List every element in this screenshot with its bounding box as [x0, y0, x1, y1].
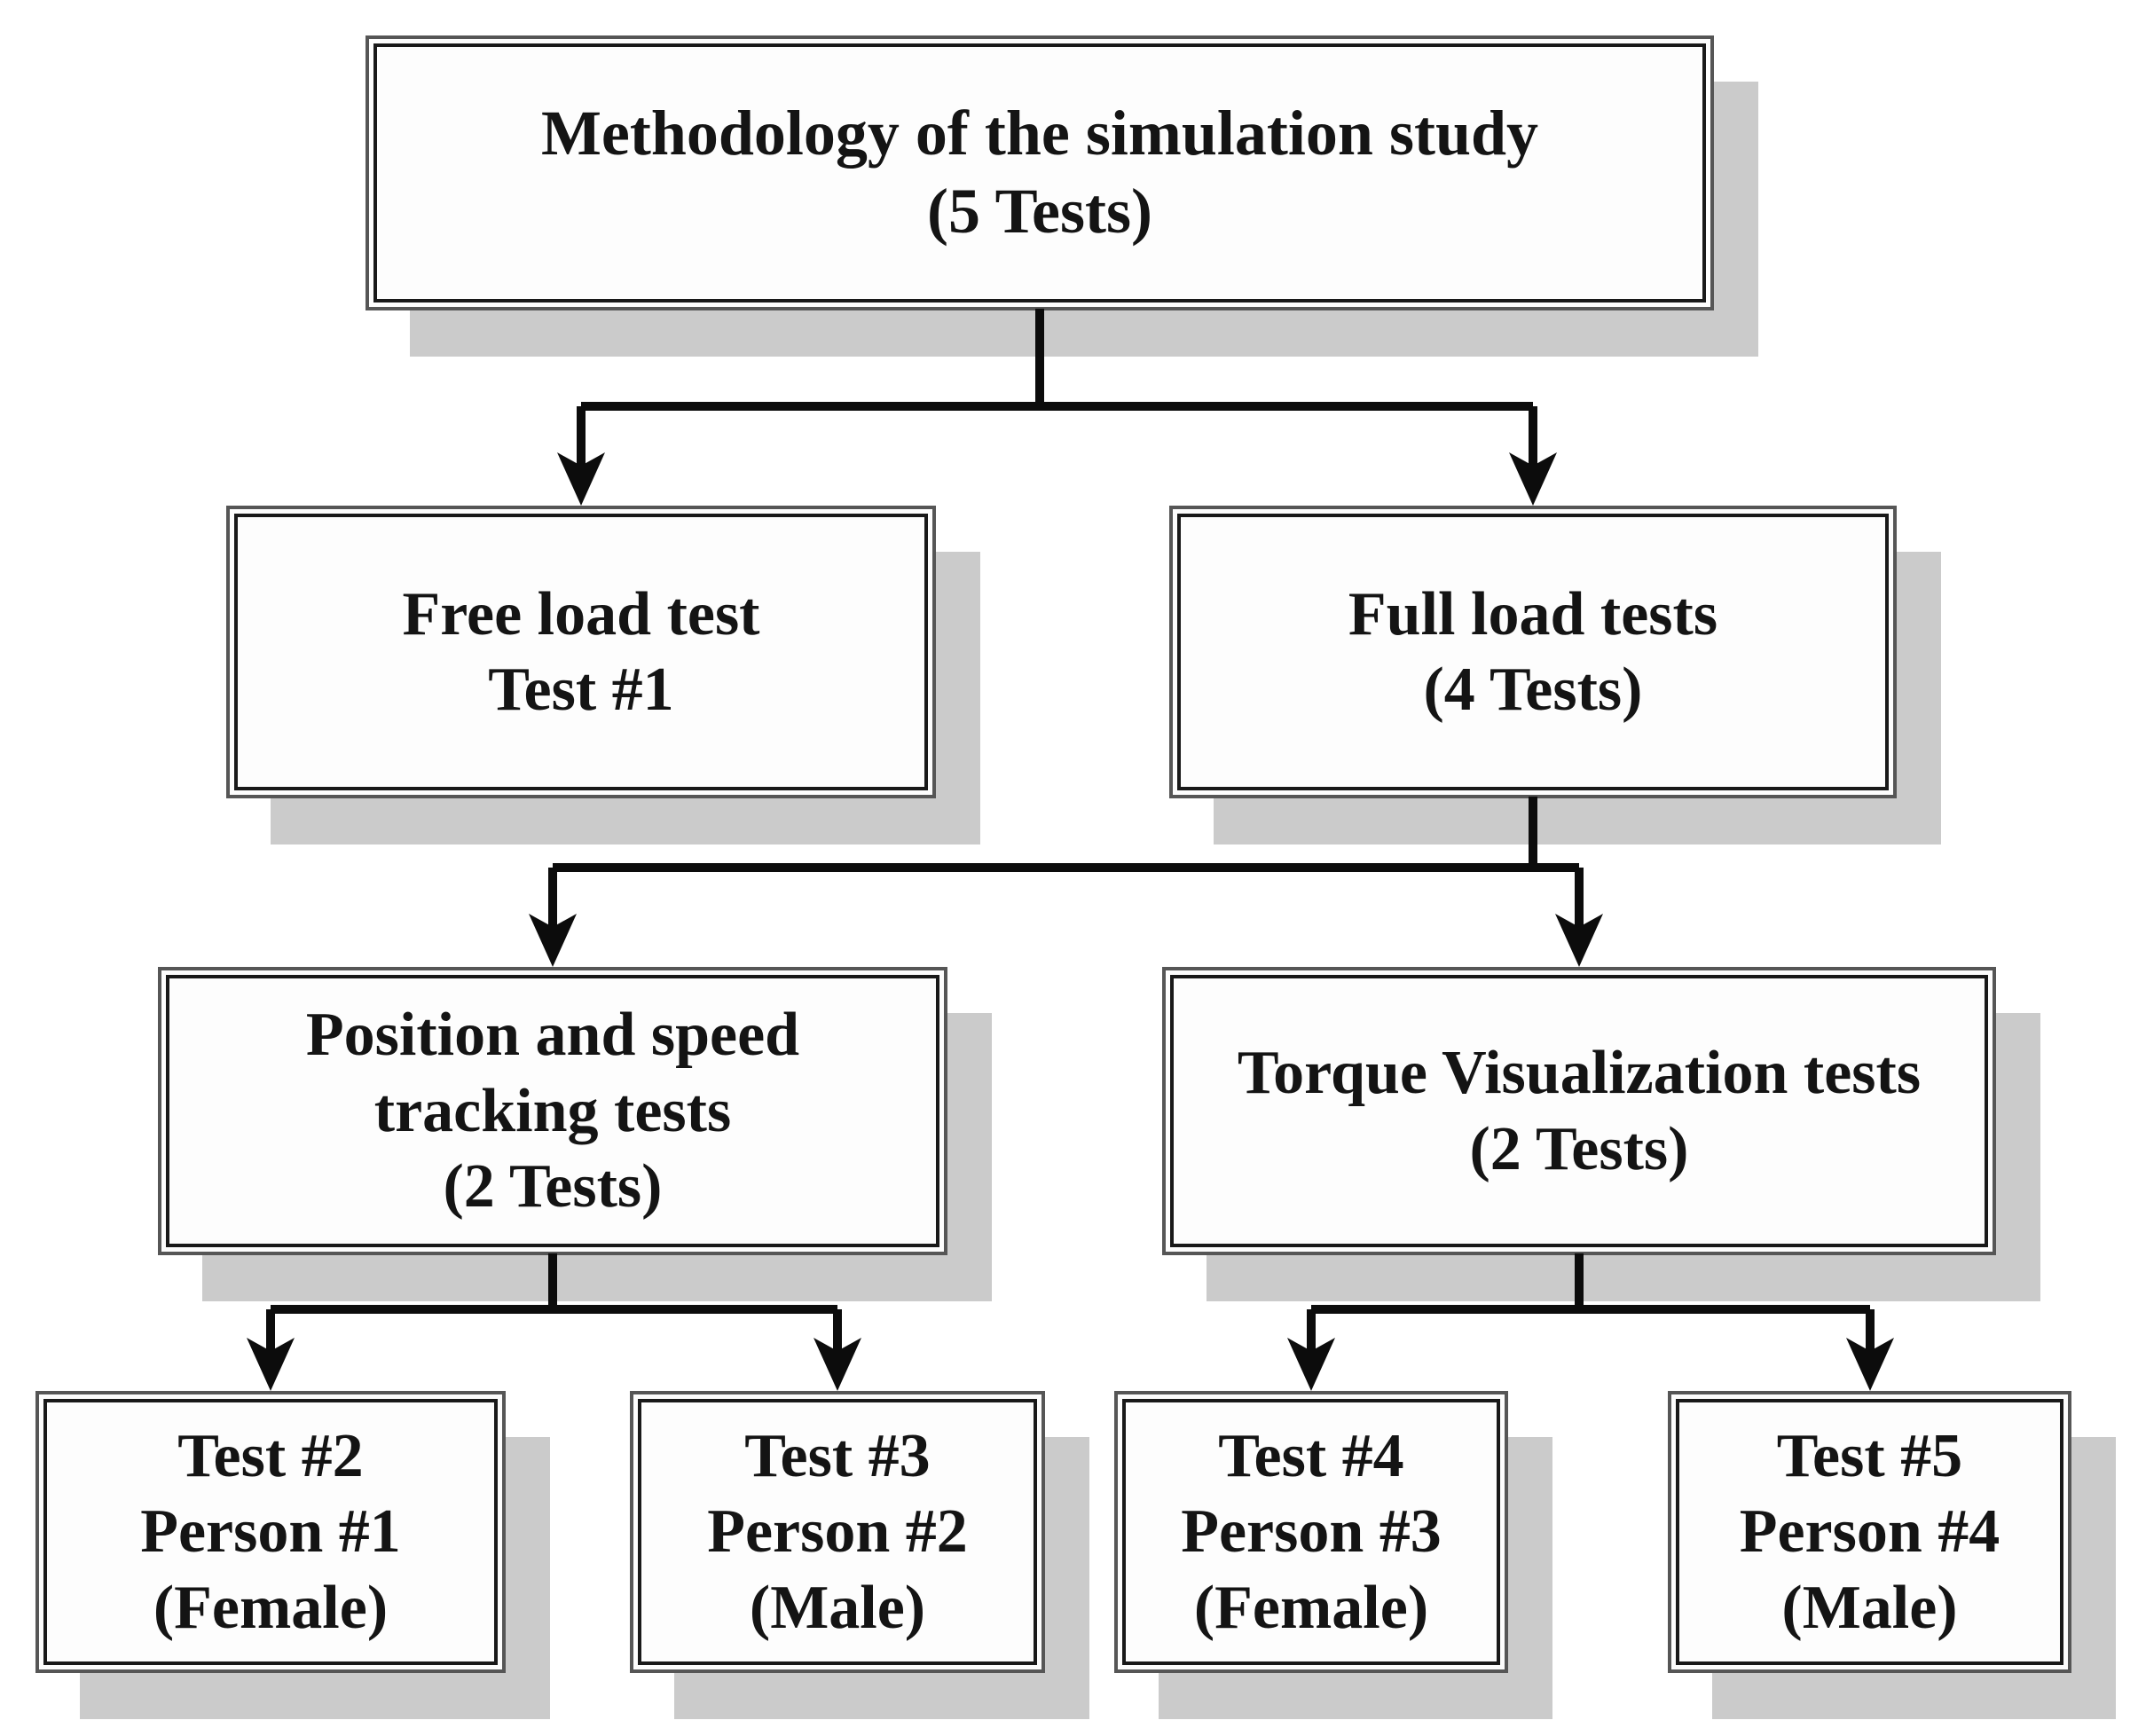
node-border: Free load test Test #1: [234, 514, 928, 790]
node-line: Test #4: [1218, 1421, 1404, 1490]
connector-torque-to-tests: [1287, 1253, 1894, 1391]
node-border: Test #5 Person #4 (Male): [1676, 1399, 2063, 1665]
node-full-load-tests: Full load tests (4 Tests): [1169, 506, 1897, 798]
node-line: (4 Tests): [1423, 656, 1643, 724]
connector-root-to-level2: [557, 309, 1557, 506]
node-line: (2 Tests): [1469, 1114, 1689, 1183]
node-line: Test #1: [488, 656, 674, 724]
node-border: Test #2 Person #1 (Female): [43, 1399, 498, 1665]
node-line: Full load tests: [1348, 579, 1718, 648]
node-position-speed-tracking: Position and speed tracking tests (2 Tes…: [158, 967, 947, 1255]
node-border: Full load tests (4 Tests): [1177, 514, 1889, 790]
node-line: (2 Tests): [443, 1152, 663, 1221]
node-line: (5 Tests): [926, 176, 1153, 247]
node-line: (Male): [749, 1573, 926, 1642]
node-torque-visualization: Torque Visualization tests (2 Tests): [1162, 967, 1996, 1255]
node-test2-person1: Test #2 Person #1 (Female): [35, 1391, 506, 1673]
node-border: Test #4 Person #3 (Female): [1122, 1399, 1500, 1665]
node-line: Test #5: [1776, 1421, 1963, 1490]
arrowhead-down-icon: [1555, 914, 1603, 967]
node-test5-person4: Test #5 Person #4 (Male): [1668, 1391, 2071, 1673]
node-line: Person #1: [140, 1497, 401, 1567]
node-line: (Male): [1781, 1573, 1958, 1642]
arrowhead-down-icon: [1509, 452, 1557, 506]
connector-posspeed-to-tests: [247, 1253, 861, 1391]
node-test3-person2: Test #3 Person #2 (Male): [630, 1391, 1045, 1673]
arrowhead-down-icon: [557, 452, 605, 506]
node-line: Methodology of the simulation study: [540, 98, 1539, 169]
node-free-load-test: Free load test Test #1: [226, 506, 936, 798]
node-test4-person3: Test #4 Person #3 (Female): [1114, 1391, 1508, 1673]
node-methodology-root: Methodology of the simulation study (5 T…: [366, 35, 1714, 310]
arrowhead-down-icon: [529, 914, 577, 967]
node-line: tracking tests: [373, 1076, 732, 1145]
node-line: Test #2: [177, 1421, 364, 1490]
node-line: Person #4: [1739, 1497, 2000, 1567]
node-line: Test #3: [744, 1421, 931, 1490]
arrowhead-down-icon: [1846, 1338, 1894, 1391]
node-border: Test #3 Person #2 (Male): [638, 1399, 1037, 1665]
node-line: Torque Visualization tests: [1237, 1039, 1922, 1108]
node-line: Position and speed: [305, 1001, 800, 1070]
arrowhead-down-icon: [1287, 1338, 1335, 1391]
node-border: Torque Visualization tests (2 Tests): [1170, 975, 1988, 1247]
arrowhead-down-icon: [247, 1338, 295, 1391]
node-line: Person #3: [1181, 1497, 1442, 1567]
node-line: Person #2: [707, 1497, 968, 1567]
node-line: Free load test: [402, 579, 760, 648]
node-border: Position and speed tracking tests (2 Tes…: [166, 975, 939, 1247]
node-border: Methodology of the simulation study (5 T…: [373, 43, 1706, 302]
arrowhead-down-icon: [814, 1338, 861, 1391]
connector-fullload-to-level3: [529, 797, 1603, 967]
node-line: (Female): [1193, 1573, 1429, 1642]
node-line: (Female): [153, 1573, 389, 1642]
